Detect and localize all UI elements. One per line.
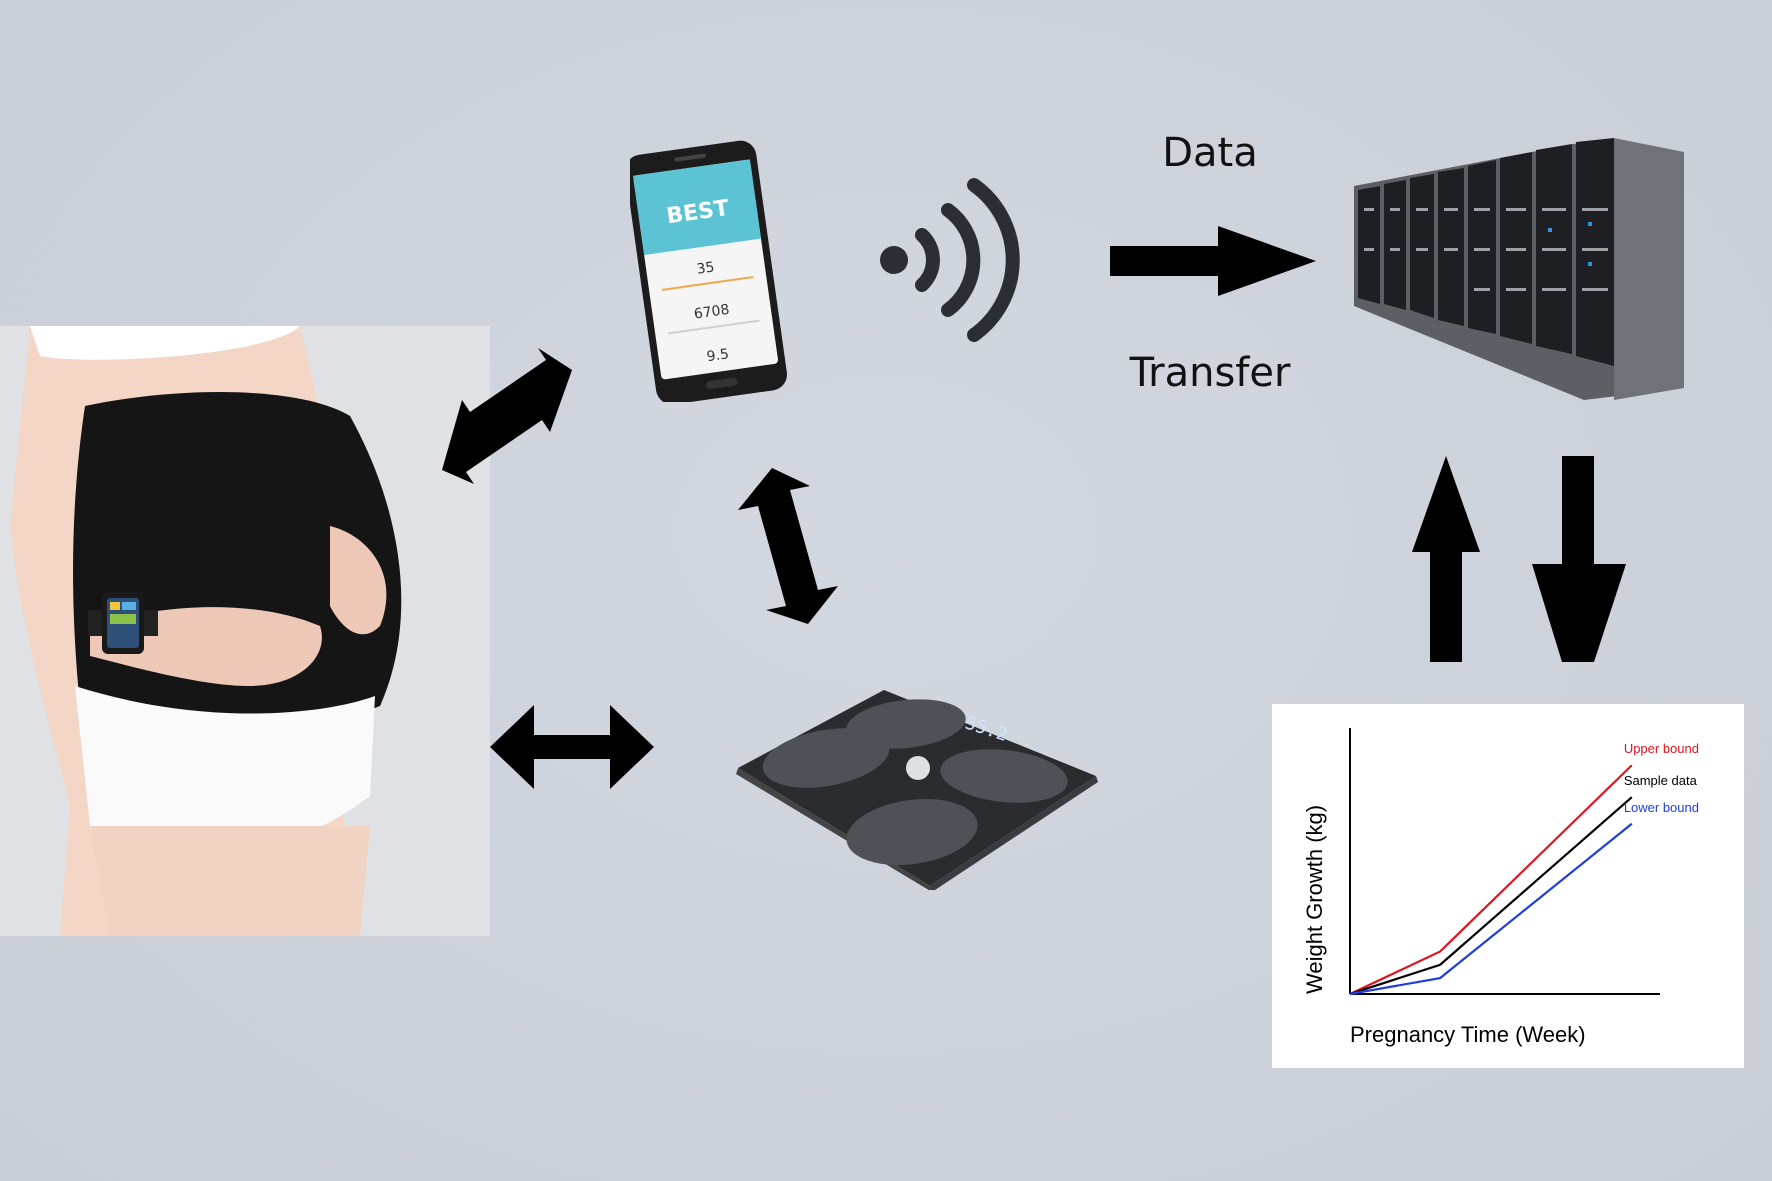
pregnant-woman-photo — [0, 326, 490, 936]
scale-display: 55.2 — [962, 713, 1010, 746]
series-line-lower-bound — [1349, 822, 1633, 996]
smartphone-icon — [630, 140, 788, 402]
phone-metric-1: 35 — [696, 259, 716, 277]
phone-screen-content: BEST 35 6708 9.5 — [662, 196, 760, 365]
series-label-upper-bound: Upper bound — [1624, 741, 1699, 756]
phone-metric-3: 9.5 — [706, 346, 730, 365]
arrow-woman-scale — [490, 705, 654, 789]
data-label: Data — [1162, 130, 1258, 176]
series-line-sample-data — [1349, 796, 1633, 996]
weight-growth-chart: Pregnancy Time (Week) Weight Growth (kg)… — [1302, 728, 1699, 1047]
arrow-woman-phone — [442, 348, 572, 484]
phone-metric-2: 6708 — [693, 302, 731, 323]
wifi-signal-icon — [880, 178, 1020, 342]
smart-scale-icon — [736, 690, 1098, 890]
weight-growth-chart-panel: Pregnancy Time (Week) Weight Growth (kg)… — [1272, 704, 1744, 1068]
y-axis-label: Weight Growth (kg) — [1302, 805, 1327, 994]
series-label-lower-bound: Lower bound — [1624, 800, 1699, 815]
scale-display-value: 55.2 — [962, 713, 1010, 746]
server-rack-icon — [1354, 138, 1684, 400]
arrow-phone-scale — [738, 468, 838, 624]
arrow-down-from-server — [1532, 456, 1626, 662]
series-line-upper-bound — [1349, 764, 1633, 995]
series-label-sample-data: Sample data — [1624, 773, 1698, 788]
smartwatch-icon — [88, 592, 158, 654]
arrow-to-server — [1110, 226, 1316, 296]
x-axis-label: Pregnancy Time (Week) — [1350, 1022, 1586, 1047]
transfer-label: Transfer — [1129, 350, 1291, 396]
arrow-up-to-server — [1412, 456, 1480, 662]
